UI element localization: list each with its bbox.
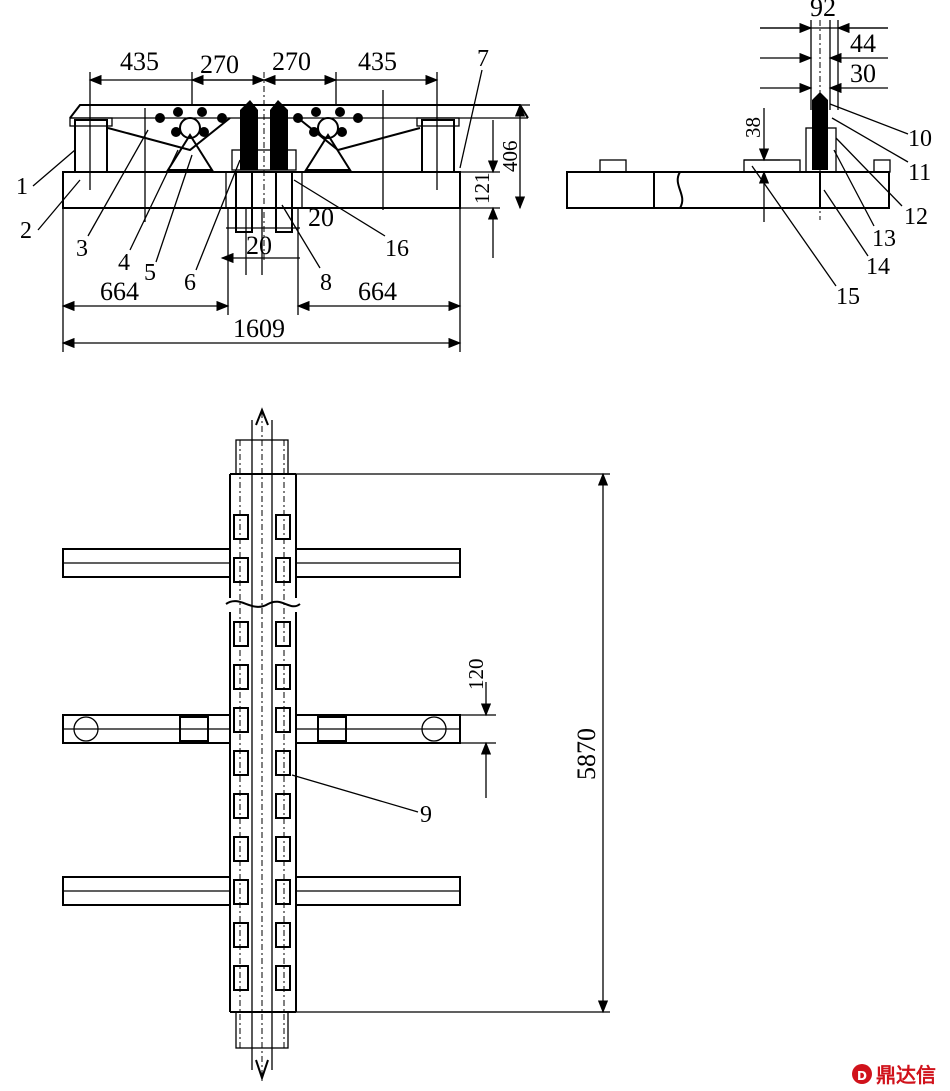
- dim-664-right: 664: [358, 277, 397, 306]
- callout-8: 8: [320, 270, 332, 296]
- left-roller-group: [155, 107, 227, 171]
- callout-4: 4: [118, 250, 130, 276]
- dim-406: 406: [498, 141, 522, 173]
- dim-92: 92: [810, 0, 836, 22]
- callout-6: 6: [184, 270, 196, 296]
- callout-3: 3: [76, 236, 88, 262]
- side-view: 92 44 30 38 10 11 12 13 14 15: [566, 0, 932, 310]
- dim-270-right: 270: [272, 47, 311, 76]
- plan-view: 120 5870 9: [62, 407, 610, 1082]
- watermark-icon: [852, 1064, 872, 1084]
- dim-20-lower: 20: [246, 231, 272, 260]
- callout-5: 5: [144, 260, 156, 286]
- front-view: 435 270 270 435 406 121 20 20 664 664 16…: [16, 46, 530, 352]
- callout-15: 15: [836, 284, 860, 310]
- callout-10: 10: [908, 126, 932, 152]
- dim-20-upper: 20: [308, 203, 334, 232]
- watermark-text: 鼎达信: [876, 1063, 936, 1087]
- callout-7: 7: [477, 46, 489, 72]
- chain-plates: [233, 514, 291, 991]
- watermark-logo: D 鼎达信: [852, 1063, 936, 1087]
- callout-2: 2: [20, 218, 32, 244]
- callout-14: 14: [866, 254, 890, 280]
- callout-9: 9: [420, 802, 432, 828]
- center-column: [225, 72, 303, 262]
- right-support: [421, 119, 455, 173]
- left-support: [74, 119, 108, 173]
- dim-435-left: 435: [120, 47, 159, 76]
- callout-12: 12: [904, 204, 928, 230]
- dim-1609: 1609: [233, 314, 285, 343]
- dim-664-left: 664: [100, 277, 139, 306]
- front-base-plate: [62, 171, 461, 209]
- dim-5870: 5870: [572, 728, 601, 780]
- callout-11: 11: [908, 160, 931, 186]
- callout-13: 13: [872, 226, 896, 252]
- dim-270-left: 270: [200, 50, 239, 79]
- dim-30: 30: [850, 59, 876, 88]
- dim-435-right: 435: [358, 47, 397, 76]
- dim-38: 38: [741, 117, 765, 138]
- side-base-plate: [566, 171, 890, 209]
- callout-16: 16: [385, 236, 409, 262]
- dim-120: 120: [464, 659, 488, 691]
- right-roller-group: [293, 107, 363, 171]
- callout-1: 1: [16, 174, 28, 200]
- dim-121: 121: [470, 173, 494, 205]
- dim-44: 44: [850, 29, 876, 58]
- svg-text:D: D: [857, 1069, 867, 1083]
